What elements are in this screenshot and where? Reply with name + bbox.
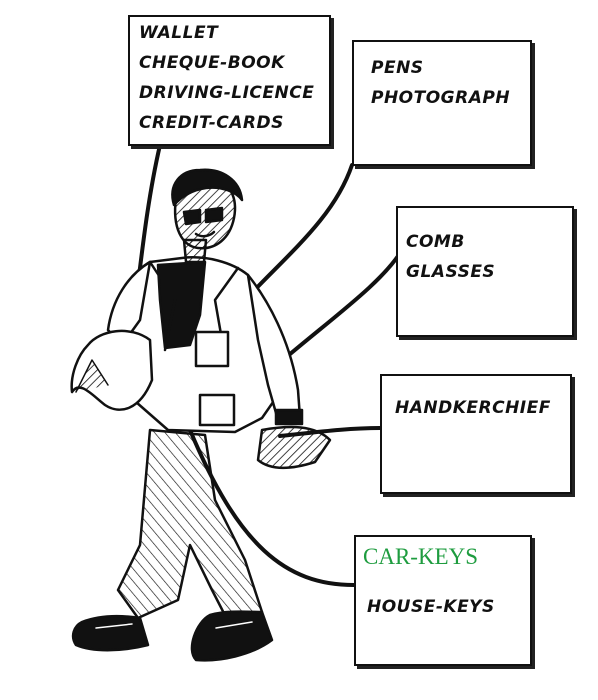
pens-label-list: PENS PHOTOGRAPH — [371, 53, 510, 113]
shoulder-bag — [72, 331, 152, 410]
label-handkerchief: HANDKERCHIEF — [395, 393, 551, 423]
wallet-label-list: WALLET CHEQUE-BOOK DRIVING-LICENCE CREDI… — [139, 18, 314, 138]
comb-label-list: COMB GLASSES — [406, 227, 495, 287]
label-wallet: WALLET — [139, 18, 314, 48]
label-comb: COMB — [406, 227, 495, 257]
label-glasses: GLASSES — [406, 257, 495, 287]
jacket-pocket — [196, 332, 228, 366]
label-cheque-book: CHEQUE-BOOK — [139, 48, 314, 78]
keys-label-list: HOUSE-KEYS — [367, 592, 495, 622]
label-credit-cards: CREDIT-CARDS — [139, 108, 314, 138]
label-driving-licence: DRIVING-LICENCE — [139, 78, 314, 108]
label-photograph: PHOTOGRAPH — [371, 83, 510, 113]
left-shoe — [73, 616, 148, 650]
right-shoe — [192, 612, 272, 661]
label-car-keys: CAR-KEYS — [363, 544, 478, 570]
handkerchief-label-box — [380, 374, 572, 494]
hand-with-handkerchief — [258, 427, 330, 468]
handkerchief-label-list: HANDKERCHIEF — [395, 393, 551, 423]
trousers — [118, 430, 262, 625]
label-house-keys: HOUSE-KEYS — [367, 592, 495, 622]
figure — [72, 170, 330, 661]
label-pens: PENS — [371, 53, 510, 83]
